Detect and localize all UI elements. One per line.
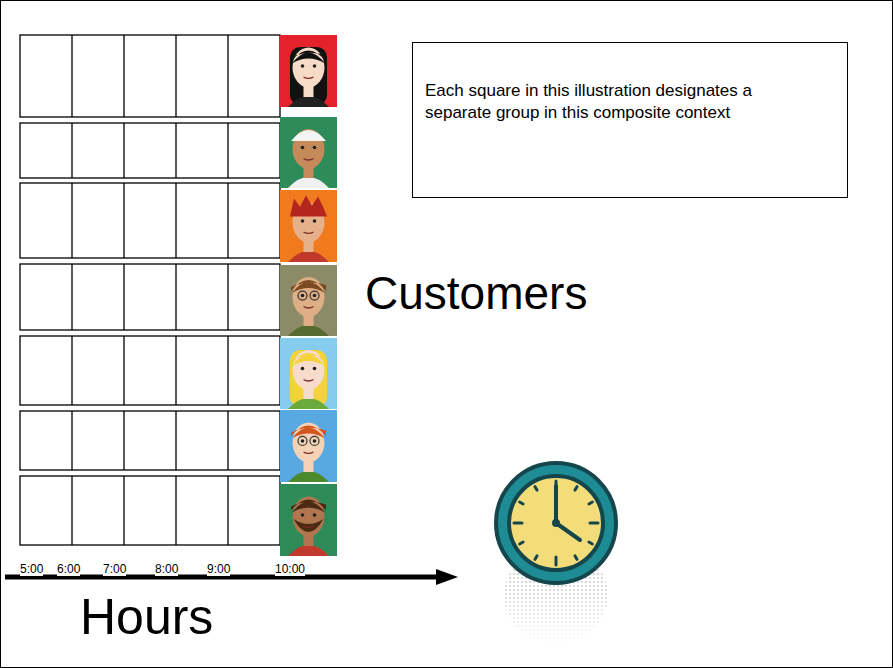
time-label: 5:00: [20, 563, 43, 576]
customer-avatar: [280, 265, 337, 336]
time-label: 6:00: [57, 563, 80, 576]
customer-avatar: [280, 190, 337, 262]
note-text: Each square in this illustration designa…: [425, 80, 820, 124]
customer-avatar: [280, 35, 337, 107]
axis-label: Hours: [80, 590, 213, 645]
axis-label: Customers: [365, 268, 587, 319]
time-label: 9:00: [207, 563, 230, 576]
customer-avatar: [280, 338, 337, 409]
time-label: 7:00: [103, 563, 126, 576]
note-box: Each square in this illustration designa…: [412, 42, 848, 198]
customer-avatars: [280, 35, 337, 556]
time-label: 8:00: [155, 563, 178, 576]
clock-icon: [496, 463, 616, 645]
time-label: 10:00: [275, 563, 305, 576]
customer-avatar: [280, 410, 337, 482]
group-grid: [20, 35, 280, 545]
customer-avatar: [280, 484, 337, 556]
customer-avatar: [280, 117, 337, 188]
